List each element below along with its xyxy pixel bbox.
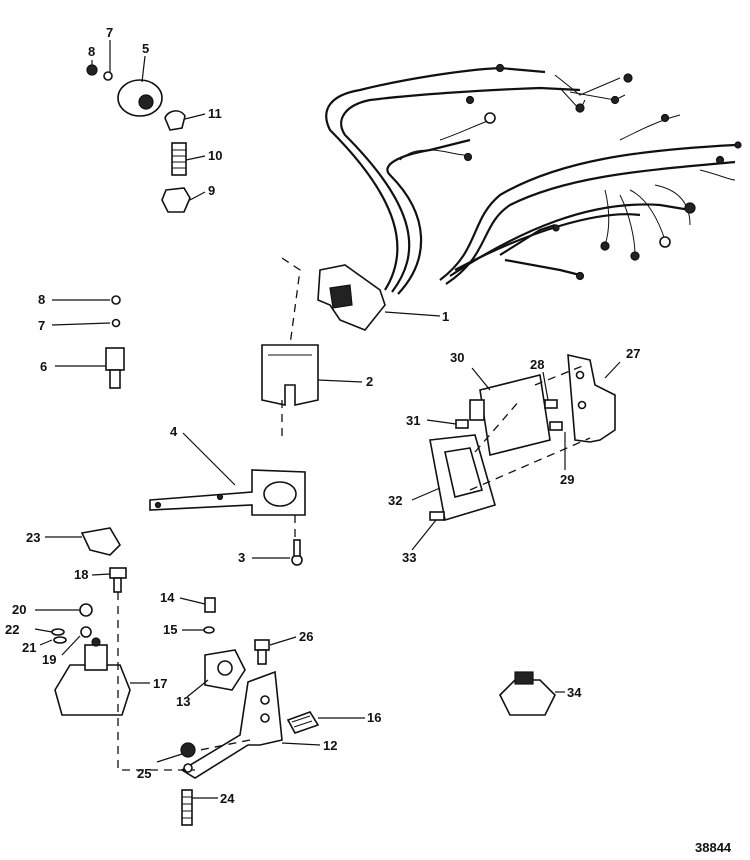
wiring-harness-part-1	[317, 63, 742, 331]
screw-part-18	[109, 567, 127, 593]
callout-9: 9	[208, 183, 215, 198]
nut-part-20	[79, 603, 93, 617]
callout-34: 34	[567, 685, 582, 700]
callout-10: 10	[208, 148, 222, 163]
nut-part-25	[180, 742, 196, 758]
bracket-part-2	[261, 344, 319, 406]
callout-7-top: 7	[106, 25, 113, 40]
callout-23: 23	[26, 530, 40, 545]
callout-22: 22	[5, 622, 19, 637]
callout-13: 13	[176, 694, 190, 709]
screw-part-28	[544, 399, 558, 409]
callout-19: 19	[42, 652, 56, 667]
callout-32: 32	[388, 493, 402, 508]
callout-26: 26	[299, 629, 313, 644]
washer-part-15	[203, 626, 215, 634]
screw-part-33	[429, 511, 445, 521]
washer-part-7-left	[111, 318, 121, 328]
washer-part-7-top	[103, 71, 113, 81]
callout-29: 29	[560, 472, 574, 487]
screw-part-14	[204, 597, 216, 613]
callout-6: 6	[40, 359, 47, 374]
callout-2: 2	[366, 374, 373, 389]
figure-number: 38844	[695, 840, 732, 855]
sensor-part-6	[105, 347, 125, 389]
callout-12: 12	[323, 738, 337, 753]
module-part-30	[469, 374, 551, 456]
adapter-part-9	[161, 187, 191, 213]
callout-16: 16	[367, 710, 381, 725]
washer-part-21	[53, 636, 67, 644]
sender-part-5	[117, 79, 163, 117]
assembly-dashed-lines	[117, 257, 591, 771]
callout-4: 4	[170, 424, 178, 439]
callout-28: 28	[530, 357, 544, 372]
washer-part-22	[51, 628, 65, 636]
stud-part-24	[181, 789, 193, 826]
callout-14: 14	[160, 590, 175, 605]
screw-part-29	[549, 421, 563, 431]
callout-labels: 1 2 3 4 5 6 7 7 8 8 9 10 11 12 13 14 15 …	[5, 25, 640, 806]
screw-part-26	[254, 639, 270, 665]
callout-33: 33	[402, 550, 416, 565]
callout-8-left: 8	[38, 292, 45, 307]
screw-part-31	[455, 419, 469, 429]
elbow-part-11	[164, 110, 186, 131]
callout-30: 30	[450, 350, 464, 365]
callout-7-left: 7	[38, 318, 45, 333]
bracket-part-27	[567, 353, 616, 443]
leader-lines	[34, 40, 621, 799]
callout-24: 24	[220, 791, 235, 806]
callout-31: 31	[406, 413, 420, 428]
callout-15: 15	[163, 622, 177, 637]
clip-part-23	[80, 527, 122, 556]
callout-25: 25	[137, 766, 151, 781]
callout-5: 5	[142, 41, 149, 56]
heat-sink-part-32	[429, 434, 496, 522]
washer-part-19	[80, 626, 92, 638]
callout-27: 27	[626, 346, 640, 361]
callout-20: 20	[12, 602, 26, 617]
bracket-part-12	[180, 670, 283, 779]
screw-part-3	[291, 539, 303, 566]
nipple-part-10	[171, 142, 187, 176]
knock-sensor-part-34	[499, 671, 556, 716]
nut-part-8-top	[86, 64, 98, 76]
callout-11: 11	[208, 106, 222, 121]
callout-18: 18	[74, 567, 88, 582]
callout-3: 3	[238, 550, 245, 565]
callout-17: 17	[153, 676, 167, 691]
callout-21: 21	[22, 640, 36, 655]
bracket-part-4	[149, 469, 306, 516]
nut-part-8-left	[111, 295, 121, 305]
callout-8-top: 8	[88, 44, 95, 59]
solenoid-part-17	[54, 637, 131, 716]
callout-1: 1	[442, 309, 449, 324]
solenoid-part-13	[204, 649, 246, 691]
screw-part-16	[286, 711, 320, 734]
